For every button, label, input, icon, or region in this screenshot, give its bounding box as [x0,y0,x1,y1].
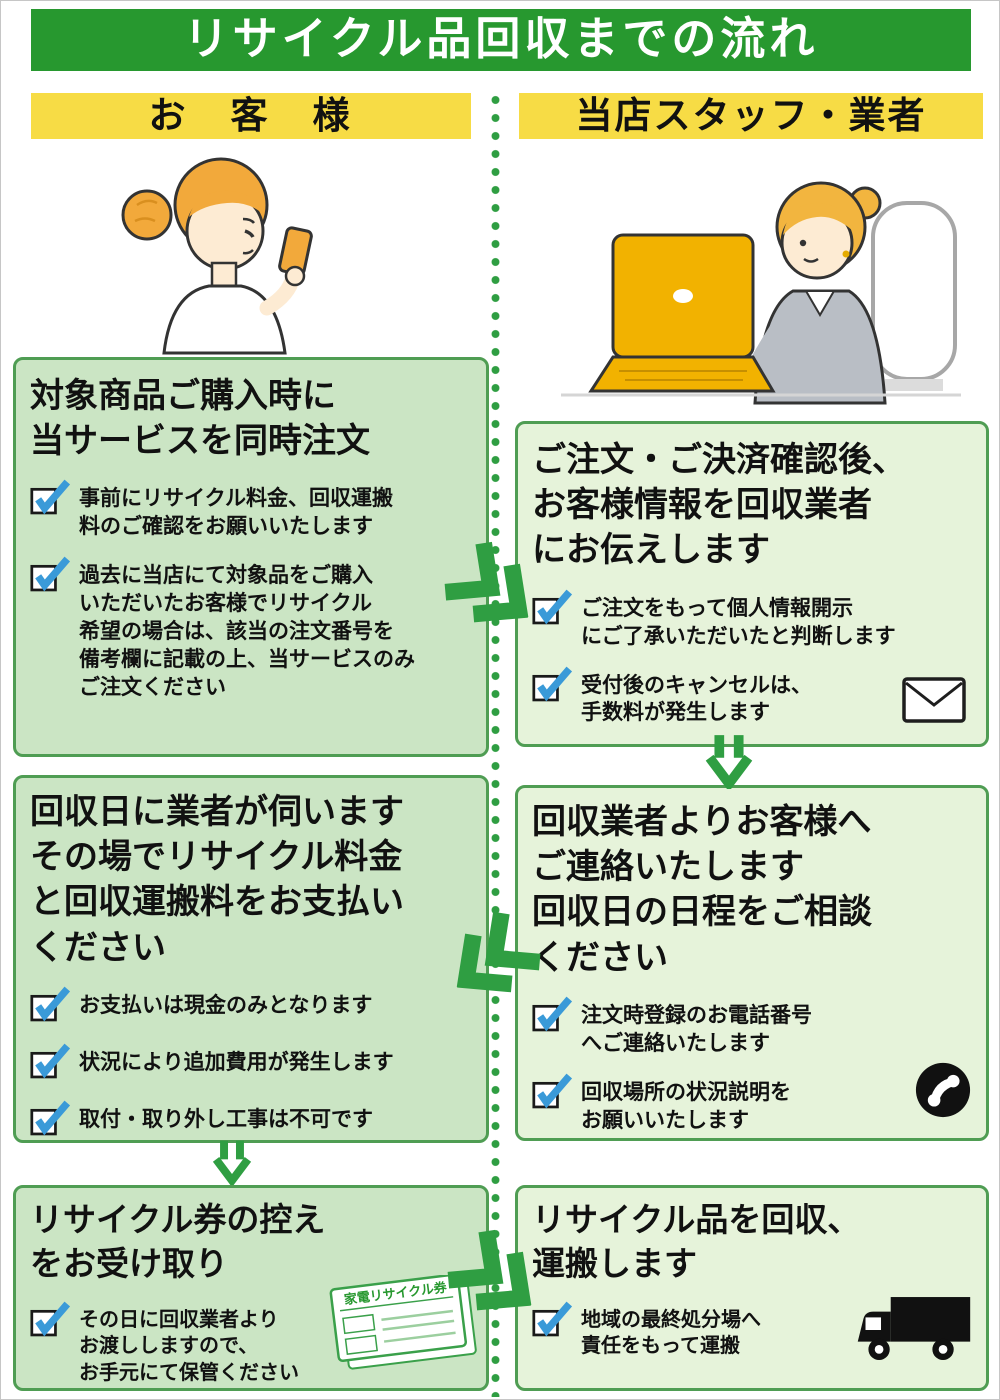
check-item-text: 状況により追加費用が発生します [79,1050,394,1074]
check-item-text: お支払いは現金のみとなります [79,993,373,1017]
staff-step-notify-contractor: ご注文・ご決済確認後、 お客様情報を回収業者 にお伝えします ご注文をもって個人… [515,421,989,747]
checkbox-icon [532,996,573,1038]
check-item: 地域の最終処分場へ 責任をもって運搬 [532,1301,972,1360]
check-item: 受付後のキャンセルは、 手数料が発生します [532,666,972,728]
check-item: その日に回収業者より お渡ししますので、 お手元にて保管ください [30,1301,472,1387]
step-title: 回収日に業者が伺います その場でリサイクル料金 と回収運搬料をお支払い ください [30,793,404,967]
checkbox-icon [532,666,573,708]
customer-step-payment: 回収日に業者が伺います その場でリサイクル料金 と回収運搬料をお支払い ください… [13,775,489,1143]
checkbox-icon [30,1301,71,1343]
flow-arrow-left-icon [429,896,552,1018]
check-item: 取付・取り外し工事は不可です [30,1100,472,1142]
staff-illustration [561,181,961,405]
check-item: 状況により追加費用が発生します [30,1043,472,1085]
customer-illustration [121,157,313,355]
flow-arrow-right-icon [429,530,552,652]
down-arrow-icon [209,1139,255,1190]
envelope-icon [902,677,966,728]
step-title: 対象商品ご購入時に 当サービスを同時注文 [30,377,370,461]
check-item-text: 取付・取り外し工事は不可です [79,1107,373,1131]
checkbox-icon [30,1100,71,1142]
staff-step-contact-customer: 回収業者よりお客様へ ご連絡いたします 回収日の日程をご相談 ください 注文時登… [515,785,989,1141]
column-divider [490,91,501,1397]
checkbox-icon [30,1043,71,1085]
check-item: 過去に当店にて対象品をご購入 いただいたお客様でリサイクル 希望の場合は、該当の… [30,556,472,702]
check-item-text: その日に回収業者より お渡ししますので、 お手元にて保管ください [79,1308,299,1384]
customer-step-receive-ticket: リサイクル券の控え をお受け取り その日に回収業者より お渡ししますので、 お手… [13,1185,489,1391]
flow-arrow-right-icon [432,1218,555,1340]
check-item: 注文時登録のお電話番号 へご連絡いたします [532,996,972,1058]
checkbox-icon [532,589,573,631]
check-item-text: 地域の最終処分場へ 責任をもって運搬 [581,1308,761,1358]
column-header-staff: 当店スタッフ・業者 [519,93,983,139]
check-item-text: 過去に当店にて対象品をご購入 いただいたお客様でリサイクル 希望の場合は、該当の… [79,564,415,699]
check-item: 事前にリサイクル料金、回収運搬 料のご確認をお願いいたします [30,479,472,541]
step-title: 回収業者よりお客様へ ご連絡いたします 回収日の日程をご相談 ください [532,803,872,977]
step-title: ご注文・ご決済確認後、 お客様情報を回収業者 にお伝えします [532,441,906,570]
check-item-text: 回収場所の状況説明を お願いいたします [581,1080,791,1132]
checkbox-icon [30,986,71,1028]
column-header-customer: お 客 様 [31,93,471,139]
staff-step-collect-transport: リサイクル品を回収、 運搬します 地域の最終処分場へ 責任をもって運搬 [515,1185,989,1391]
checkbox-icon [532,1301,573,1343]
step-title: リサイクル品を回収、 運搬します [532,1201,861,1282]
check-item: 回収場所の状況説明を お願いいたします [532,1073,972,1135]
step-title: リサイクル券の控え をお受け取り [30,1201,326,1282]
checkbox-icon [30,479,71,521]
customer-step-order: 対象商品ご購入時に 当サービスを同時注文 事前にリサイクル料金、回収運搬 料のご… [13,357,489,757]
down-arrow-icon [704,733,754,794]
check-item: お支払いは現金のみとなります [30,986,472,1028]
recycle-ticket-illustration: 家電リサイクル券 [328,1273,480,1376]
check-item-text: 受付後のキャンセルは、 手数料が発生します [581,673,812,725]
check-item-text: ご注文をもって個人情報開示 にご了承いただいたと判断します [581,596,896,648]
page-title: リサイクル品回収までの流れ [31,9,971,71]
check-item-text: 事前にリサイクル料金、回収運搬 料のご確認をお願いいたします [79,487,393,539]
phone-icon [914,1061,972,1124]
checkbox-icon [30,556,71,598]
truck-icon [850,1291,976,1374]
check-item-text: 注文時登録のお電話番号 へご連絡いたします [581,1003,812,1055]
checkbox-icon [532,1073,573,1115]
check-item: ご注文をもって個人情報開示 にご了承いただいたと判断します [532,589,972,651]
